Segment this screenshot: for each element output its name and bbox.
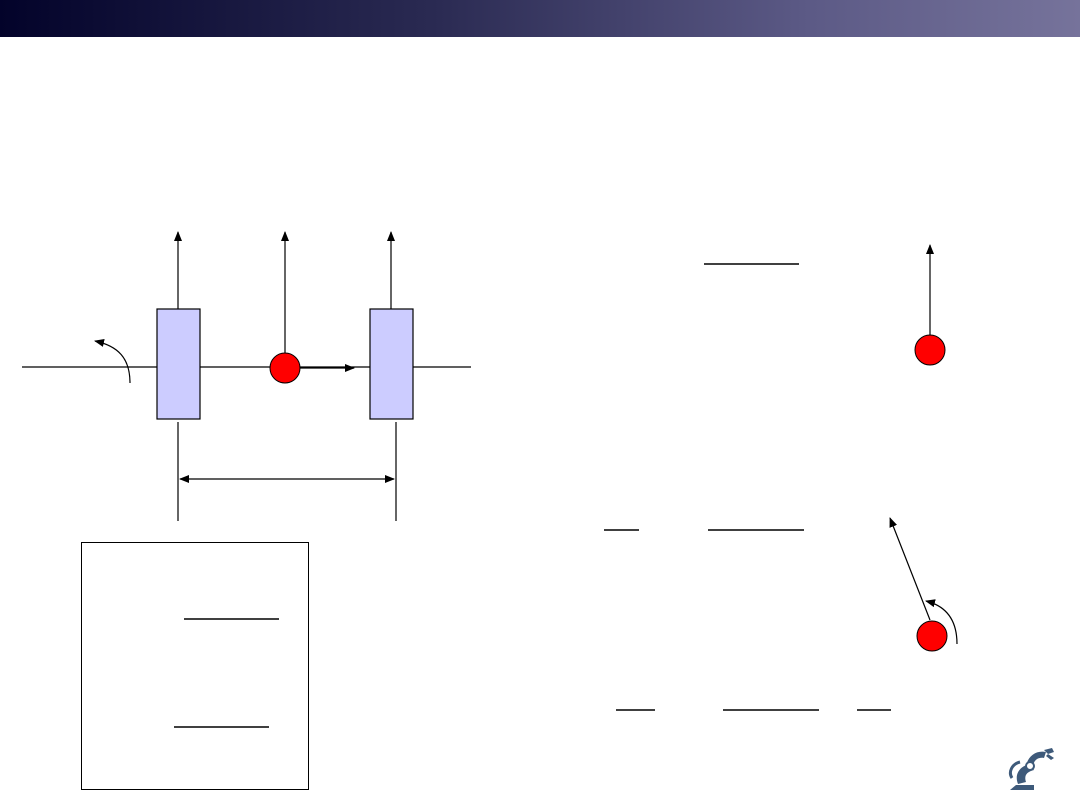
right-slider-block xyxy=(369,308,414,420)
title-bar xyxy=(0,0,1080,37)
rotation-arc-left xyxy=(94,339,131,384)
rail-mass xyxy=(269,352,301,384)
formula-box xyxy=(81,542,309,790)
pendulum-arrow xyxy=(889,517,931,621)
left-slider-block xyxy=(156,308,201,420)
formula-box-content xyxy=(174,618,279,728)
robot-arm-icon xyxy=(1004,744,1056,794)
hanging-mass xyxy=(914,334,946,366)
pendulum-angle-arc xyxy=(925,599,958,645)
pendulum-mass xyxy=(916,620,948,652)
